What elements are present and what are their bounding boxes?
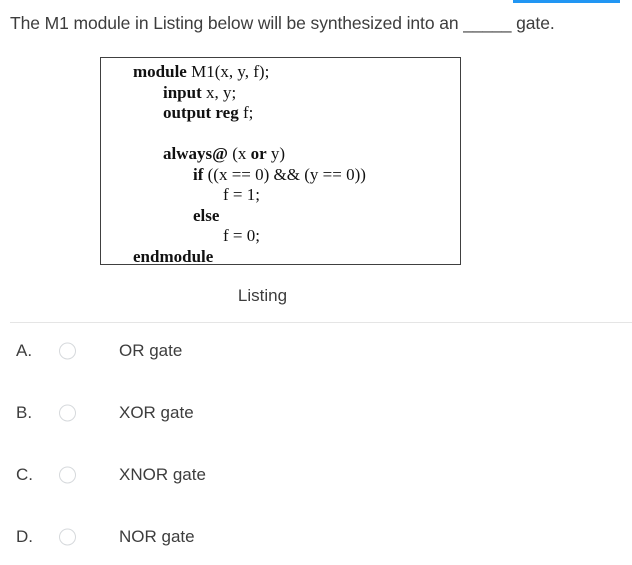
code-line: else [193, 205, 220, 225]
option-label-b[interactable]: XOR gate [119, 403, 194, 422]
option-label-a[interactable]: OR gate [119, 341, 183, 360]
option-row-a[interactable]: A. OR gate [0, 339, 632, 363]
question-text: The M1 module in Listing below will be s… [10, 13, 555, 33]
option-letter-d: D. [16, 527, 33, 546]
option-label-c[interactable]: XNOR gate [119, 465, 206, 484]
listing-caption: Listing [237, 286, 288, 305]
top-accent-line [513, 0, 620, 3]
code-line: endmodule [133, 246, 214, 265]
option-row-d[interactable]: D. NOR gate [0, 525, 632, 549]
option-label-d[interactable]: NOR gate [119, 527, 195, 546]
listing-caption-wrap: Listing [100, 286, 425, 306]
option-letter-a: A. [16, 341, 33, 360]
code-line: f = 0; [223, 226, 260, 245]
code-line [133, 124, 460, 145]
radio-option-c[interactable] [59, 466, 76, 484]
radio-option-d[interactable] [59, 528, 76, 546]
code-line: input x, y; [163, 82, 237, 102]
option-row-c[interactable]: C. XNOR gate [0, 463, 632, 487]
code-line: f = 1; [223, 185, 260, 204]
verilog-code: module M1(x, y, f);input x, y;output reg… [101, 58, 460, 265]
option-row-b[interactable]: B. XOR gate [0, 401, 632, 425]
code-line: output reg f; [163, 103, 254, 122]
radio-option-a[interactable] [59, 342, 76, 360]
code-line: always@ (x or y) [163, 144, 286, 163]
option-letter-c: C. [16, 465, 33, 484]
code-listing-box: module M1(x, y, f);input x, y;output reg… [100, 57, 461, 265]
option-letter-b: B. [16, 403, 33, 422]
question-options-divider [10, 322, 632, 323]
code-line: if ((x == 0) && (y == 0)) [193, 164, 366, 184]
code-line: module M1(x, y, f); [133, 62, 270, 81]
radio-option-b[interactable] [59, 404, 76, 422]
